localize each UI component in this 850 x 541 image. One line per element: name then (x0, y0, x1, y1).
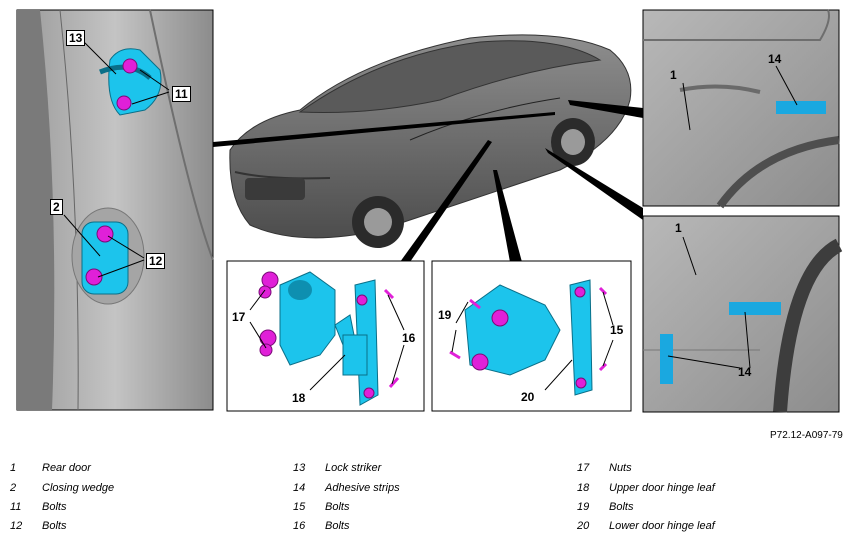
pillar-detail-panel (16, 9, 214, 411)
callout-1-upper: 1 (670, 68, 677, 82)
callout-16: 16 (402, 331, 416, 345)
leader-hinge-lower (493, 170, 522, 262)
callout-1-lower: 1 (675, 221, 682, 235)
callout-19: 19 (438, 308, 452, 322)
figure-code: P72.12-A097-79 (770, 430, 843, 441)
leader-hinge-upper (400, 140, 492, 262)
illustration (16, 9, 843, 413)
upper-hinge-panel (226, 260, 425, 412)
callout-15: 15 (610, 323, 624, 337)
callout-14-upper: 14 (768, 52, 782, 66)
car-illustration (229, 34, 632, 248)
door-lower-panel (642, 215, 843, 413)
callout-18: 18 (292, 391, 306, 405)
leader-top-right (568, 100, 643, 118)
callout-2: 2 (50, 199, 63, 215)
callout-14-lower: 14 (738, 365, 752, 379)
closing-wedge-2 (71, 207, 145, 305)
callout-11: 11 (172, 86, 191, 102)
door-upper-panel (642, 9, 840, 209)
leader-bottom-right (545, 148, 643, 220)
callout-20: 20 (521, 390, 535, 404)
callout-13: 13 (66, 30, 86, 46)
callout-12: 12 (146, 253, 166, 269)
callout-17: 17 (232, 310, 246, 324)
leader-left (213, 112, 555, 147)
lower-hinge-panel (431, 260, 632, 412)
